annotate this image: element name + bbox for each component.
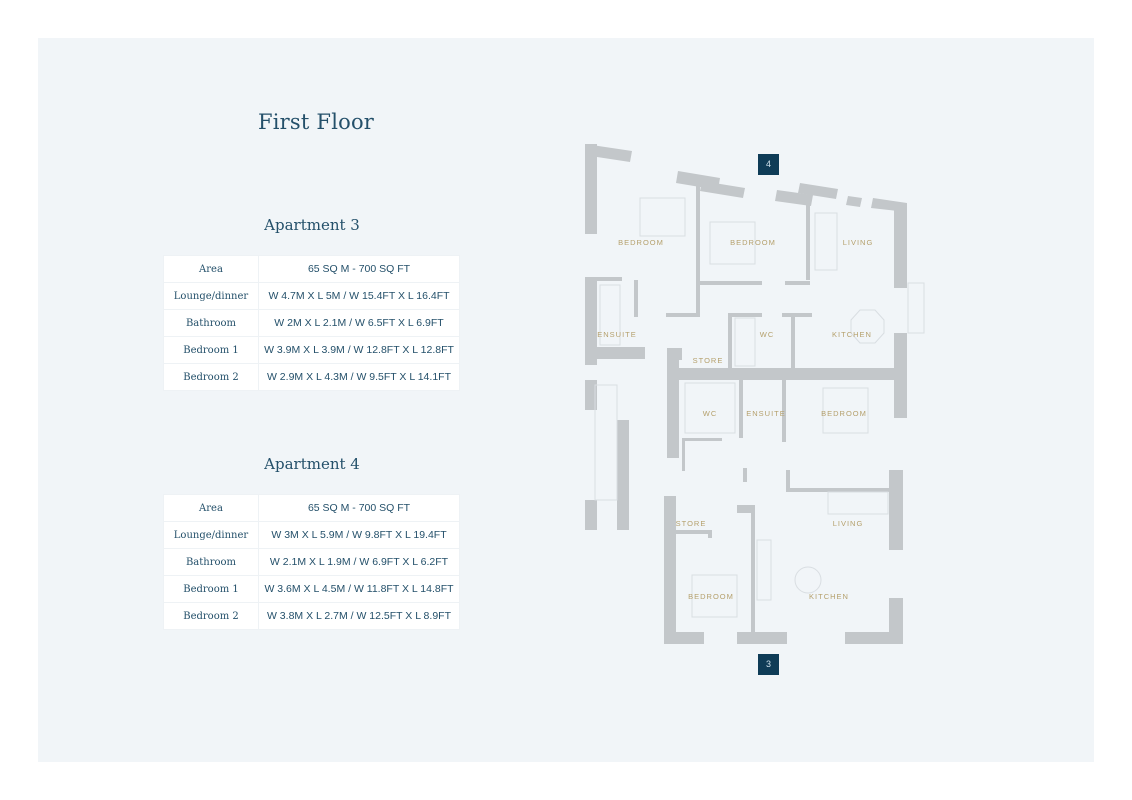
row-value: W 3.9M X L 3.9M / W 12.8FT X L 12.8FT (258, 336, 460, 364)
room-label: BEDROOM (688, 592, 734, 601)
row-label: Bedroom 1 (163, 336, 259, 364)
room-label: ENSUITE (597, 330, 637, 339)
row-value: W 2M X L 2.1M / W 6.5FT X L 6.9FT (258, 309, 460, 337)
row-value: W 3M X L 5.9M / W 9.8FT X L 19.4FT (258, 521, 460, 549)
room-label: KITCHEN (809, 592, 849, 601)
room-label: ENSUITE (746, 409, 786, 418)
walls (585, 144, 907, 644)
room-label: STORE (676, 519, 707, 528)
room-label: BEDROOM (618, 238, 664, 247)
room-label: LIVING (833, 519, 864, 528)
row-label: Bedroom 2 (163, 602, 259, 630)
room-label: BEDROOM (730, 238, 776, 247)
apartment-3-title: Apartment 3 (264, 216, 360, 234)
row-value: 65 SQ M - 700 SQ FT (258, 494, 460, 522)
page-title: First Floor (258, 110, 375, 134)
room-label: WC (703, 409, 718, 418)
room-label: BEDROOM (821, 409, 867, 418)
row-value: W 4.7M X L 5M / W 15.4FT X L 16.4FT (258, 282, 460, 310)
row-label: Bedroom 2 (163, 363, 259, 391)
fixtures (594, 197, 925, 618)
room-label: KITCHEN (832, 330, 872, 339)
row-value: W 3.6M X L 4.5M / W 11.8FT X L 14.8FT (258, 575, 460, 603)
row-value: W 3.8M X L 2.7M / W 12.5FT X L 8.9FT (258, 602, 460, 630)
unit-badge-4: 4 (758, 154, 779, 175)
apartment-4-title: Apartment 4 (264, 455, 360, 473)
row-label: Bathroom (163, 309, 259, 337)
room-labels: BEDROOM BEDROOM LIVING ENSUITE WC KITCHE… (597, 238, 874, 601)
room-label: LIVING (843, 238, 874, 247)
row-value: W 2.9M X L 4.3M / W 9.5FT X L 14.1FT (258, 363, 460, 391)
room-label: STORE (693, 356, 724, 365)
room-label: WC (760, 330, 775, 339)
page-panel (38, 38, 1094, 762)
unit-badge-3: 3 (758, 654, 779, 675)
row-label: Area (163, 494, 259, 522)
row-label: Bedroom 1 (163, 575, 259, 603)
row-label: Lounge/dinner (163, 521, 259, 549)
